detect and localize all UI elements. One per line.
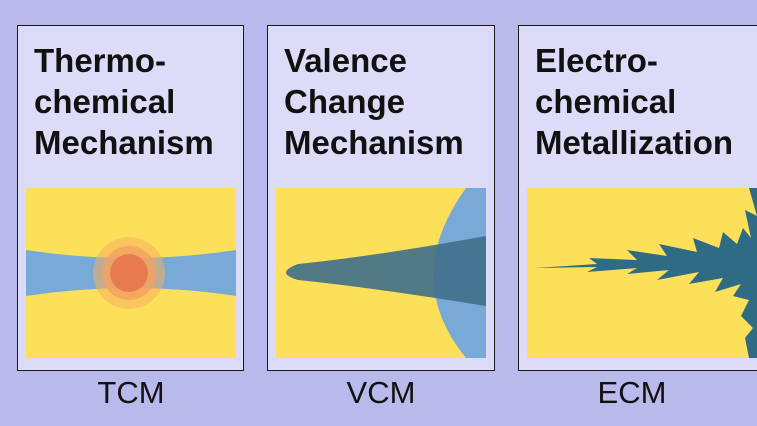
hotspot-core [110, 254, 148, 292]
filament-heating-icon [26, 188, 236, 358]
panel-ecm: Electro- chemical Metallization [518, 25, 757, 371]
conductive-filament [286, 236, 486, 306]
metal-dendrite-filament-icon [527, 188, 757, 358]
label-ecm: ECM [597, 375, 667, 410]
metal-dendrite [535, 188, 757, 358]
label-tcm: TCM [97, 375, 165, 410]
panel-tcm: Thermo- chemical Mechanism [17, 25, 244, 371]
panel-title-ecm: Electro- chemical Metallization [535, 42, 734, 161]
oxygen-vacancy-filament-icon [276, 188, 486, 358]
panel-vcm: Valence Change Mechanism [267, 25, 495, 371]
panel-title-tcm: Thermo- chemical Mechanism [34, 42, 214, 161]
panel-title-vcm: Valence Change Mechanism [284, 42, 464, 161]
label-vcm: VCM [346, 375, 416, 410]
